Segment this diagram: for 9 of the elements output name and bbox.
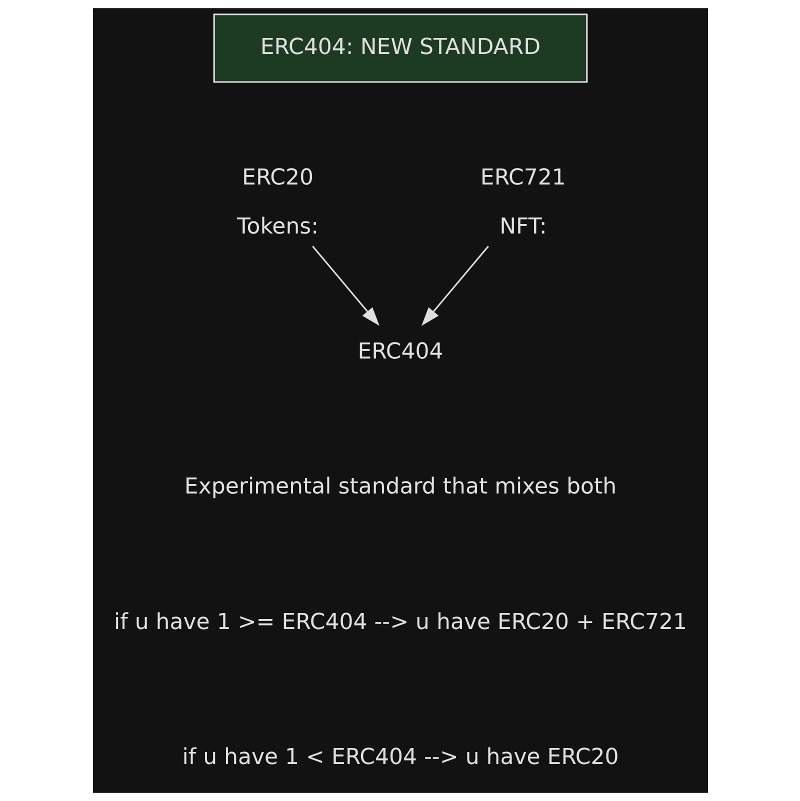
arrow (312, 246, 379, 326)
label: if u have 1 >= ERC404 --> u have ERC20 + ERC721 (114, 610, 686, 635)
node-text: ERC721 NFT: (480, 166, 566, 240)
arrow (421, 246, 488, 326)
label: Experimental standard that mixes both (184, 474, 616, 500)
label: if u have 1 < ERC404 --> u have ERC20 (182, 745, 618, 770)
node-text: ERC404 (357, 339, 443, 364)
node-box: ERC404: NEW STANDARD (212, 14, 588, 83)
node-text: ERC20 Tokens: (236, 166, 318, 240)
